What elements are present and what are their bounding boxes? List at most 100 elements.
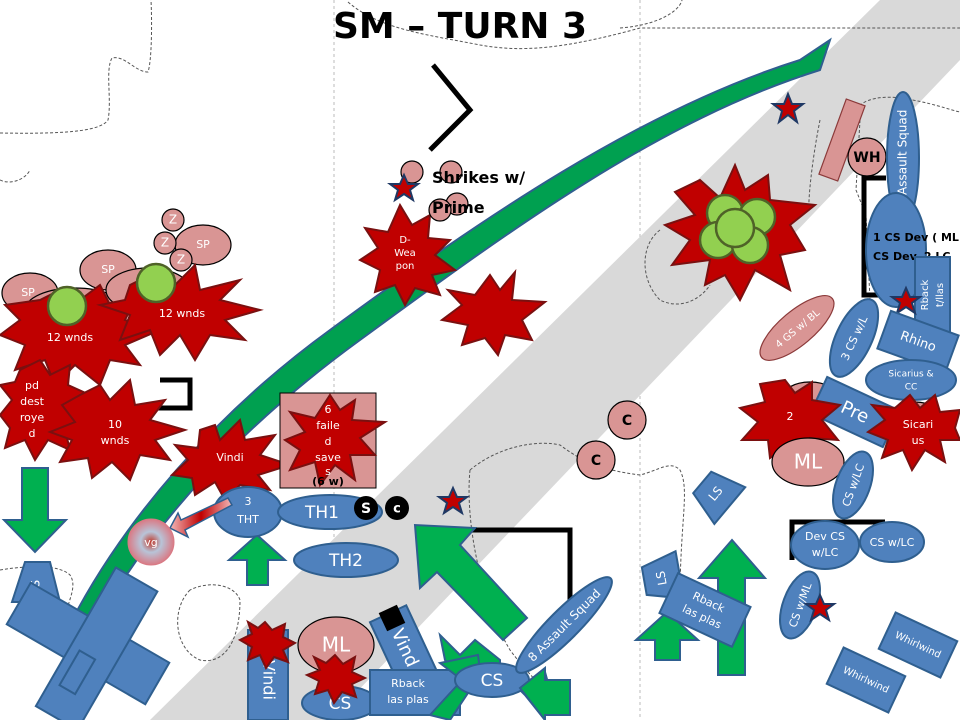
unit-label: 12 wnds	[159, 307, 205, 320]
unit-label: Z	[169, 213, 177, 227]
unit-label: (6 w)	[312, 475, 344, 488]
road	[150, 0, 960, 720]
rhino-hull-left	[5, 566, 171, 720]
failed-save-box: 6 faile d save s (6 w)	[279, 392, 389, 489]
whirlwind-unit-1: Whirlwind	[877, 611, 959, 679]
unit-label: Vindi	[260, 660, 279, 700]
page-title: SM – TURN 3	[333, 6, 587, 47]
rhino-unit: Rhino	[876, 309, 960, 375]
unit-label: SP	[101, 263, 115, 276]
unit-label: faile	[316, 419, 340, 432]
unit-label: vg	[144, 536, 158, 549]
blast-cluster	[662, 162, 818, 303]
unit-label: Rback	[920, 279, 931, 310]
shot-arrow	[168, 497, 234, 539]
unit-label: c	[393, 502, 401, 517]
cs-3-unit: 3 CS w/L	[828, 298, 880, 378]
unit-label: w/LC	[812, 546, 839, 559]
rback-tlas-unit: Rback t/llas	[914, 256, 951, 334]
unit-label: S	[361, 501, 371, 517]
unit-label: 5 Assault Squad	[896, 110, 910, 207]
unit-label: 6	[325, 403, 332, 416]
explosion-marker	[304, 653, 368, 705]
unit-label: Rback	[391, 677, 425, 690]
whirlwind-unit-2: Whirlwind	[825, 646, 907, 714]
assault-squad-8: 8 Assault Squad	[515, 576, 613, 674]
unit-label: CC	[905, 383, 918, 393]
cs-lc-unit-1: CS w/LC	[832, 450, 874, 520]
s-marker	[354, 496, 378, 520]
rback-right-unit: Rback las plas	[658, 571, 752, 649]
unit-label: Sicarius &	[888, 370, 933, 380]
unit-label: pd	[25, 379, 39, 392]
pod-destroyed-burst: pd dest roye d	[0, 358, 93, 463]
unit-label: wnds	[101, 434, 130, 447]
sicarius-cc-unit: Sicarius & CC	[865, 359, 957, 401]
sicarius-burst: Sicari us	[865, 393, 960, 473]
unit-label: roye	[20, 411, 45, 424]
tht-unit: 3 THT	[213, 486, 283, 538]
unit-label: 10	[108, 418, 122, 431]
unit-label: ML	[794, 450, 823, 474]
unit-label: save	[315, 451, 341, 464]
unit-label: THT	[236, 513, 259, 526]
unit-label: TH1	[304, 503, 339, 523]
unit-label: Z	[177, 253, 185, 267]
unit-label: pon	[396, 261, 415, 272]
unit-label: dest	[20, 395, 44, 408]
th2-unit: TH2	[293, 542, 399, 578]
enemy-c-markers: C C	[576, 400, 647, 480]
unit-label: TH2	[328, 551, 363, 571]
objective-star-icon	[387, 172, 421, 203]
unit-label: las plas	[387, 693, 429, 706]
wh-rect	[818, 98, 866, 182]
unit-label: CS	[481, 671, 504, 691]
unit-label: WH	[853, 150, 880, 166]
unit-label: 2	[787, 410, 794, 423]
shrikes-unit: Shrikes w/ Prime	[387, 160, 525, 222]
unit-label: 1 CS Dev ( ML	[873, 231, 959, 244]
vg-unit: vg	[127, 518, 175, 566]
unit-label: Sicari	[903, 418, 933, 431]
unit-label: ML	[322, 633, 351, 657]
unit-label: 8 Assault Squad	[525, 586, 603, 664]
unit-label: SP	[196, 238, 210, 251]
unit-label: d	[29, 427, 36, 440]
shrikes-label: Shrikes w/	[432, 168, 525, 187]
objective-star-icon	[803, 592, 837, 623]
unit-label: D-	[399, 235, 411, 246]
vindi-left-unit: Vindi	[237, 619, 298, 720]
wh-unit: WH	[847, 137, 887, 177]
unit-label: LS	[653, 570, 669, 587]
cs-lc-unit-2: CS w/LC	[859, 521, 925, 563]
unit-label: SP	[21, 286, 35, 299]
unit-label: Vindi	[216, 451, 243, 464]
unit-label: 3	[245, 495, 252, 508]
unit-label: us	[912, 434, 925, 447]
dev-cs-unit: Dev CS w/LC	[790, 520, 860, 570]
unit-label: CS w/LC	[870, 536, 915, 549]
unit-label: C	[591, 453, 601, 469]
ls-top-unit: LS	[691, 470, 747, 526]
cs-dev-unit: 1 CS Dev ( ML CS Dev, 2 LC	[865, 192, 959, 308]
explosion-marker	[439, 268, 548, 358]
unit-label: d	[325, 435, 332, 448]
shrikes-label-2: Prime	[432, 198, 485, 217]
objective-star-icon	[436, 485, 470, 516]
unit-label: Dev CS	[805, 530, 845, 543]
objective-star-icon	[889, 285, 923, 316]
movement-arrow	[518, 665, 571, 720]
ml-right-unit: ML	[771, 437, 845, 487]
unit-label: Wea	[394, 248, 416, 259]
wounds-burst-mid: 12 wnds	[96, 262, 264, 362]
d-weapon-burst: D- Wea pon	[358, 202, 458, 308]
c-marker	[385, 496, 409, 520]
unit-label: Z	[161, 236, 169, 250]
ls-mid-unit: LS	[640, 549, 686, 600]
unit-label: C	[622, 413, 632, 429]
ten-wounds-burst: 10 wnds	[47, 377, 189, 482]
objective-star-icon	[770, 91, 806, 125]
unit-label: s	[325, 465, 331, 478]
unit-label: 12 wnds	[47, 331, 93, 344]
unit-label: t/llas	[935, 283, 946, 307]
